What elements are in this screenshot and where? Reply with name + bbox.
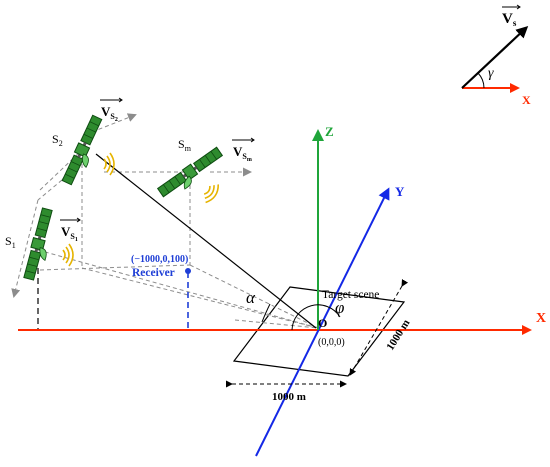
origin-coords: (0,0,0): [318, 337, 345, 348]
satellite-s2-label: S2: [52, 132, 63, 148]
width-dimension-label: 1000 m: [272, 391, 306, 403]
receiver-point: [185, 268, 191, 274]
inset-velocity-label: Vs: [502, 11, 517, 28]
line-of-sight: [95, 153, 317, 329]
inset-x-label: X: [522, 93, 531, 107]
projection-lines: [11, 113, 319, 329]
alpha-label: α: [246, 288, 256, 307]
receiver-coords: (−1000,0,100): [131, 254, 188, 265]
satellite-s2: [60, 114, 108, 188]
satellite-sm: [156, 145, 227, 203]
x-axis-label: X: [536, 311, 546, 326]
depth-dimension-line: [349, 279, 409, 376]
target-scene-label: Target scene: [322, 289, 379, 301]
velocity-s2-label: VS2: [100, 97, 123, 123]
origin-label: O: [318, 316, 327, 330]
svg-text:VS1: VS1: [61, 224, 78, 243]
svg-text:VS2: VS2: [101, 104, 118, 123]
svg-text:VSm: VSm: [233, 144, 252, 163]
alpha-arc: [261, 303, 271, 323]
satellite-s1: [22, 207, 59, 283]
velocity-s1-label: VS1: [60, 217, 81, 243]
phi-arc: [291, 304, 341, 331]
signal-sm-icon: [199, 180, 223, 206]
receiver-label: Receiver: [132, 267, 175, 279]
y-axis-label: Y: [395, 184, 405, 199]
satellite-sm-label: Sm: [178, 137, 192, 153]
inset-velocity-vector: [461, 25, 529, 89]
satellite-s1-label: S1: [5, 234, 16, 250]
z-axis-label: Z: [325, 124, 334, 139]
velocity-inset: γ X Vs: [461, 4, 531, 107]
signal-s1-icon: [62, 243, 74, 267]
velocity-sm-label: VSm: [232, 137, 255, 163]
y-axis: [255, 187, 390, 457]
inset-gamma-arc: [477, 72, 485, 89]
inset-gamma-label: γ: [488, 66, 494, 81]
phi-label: φ: [335, 298, 344, 317]
